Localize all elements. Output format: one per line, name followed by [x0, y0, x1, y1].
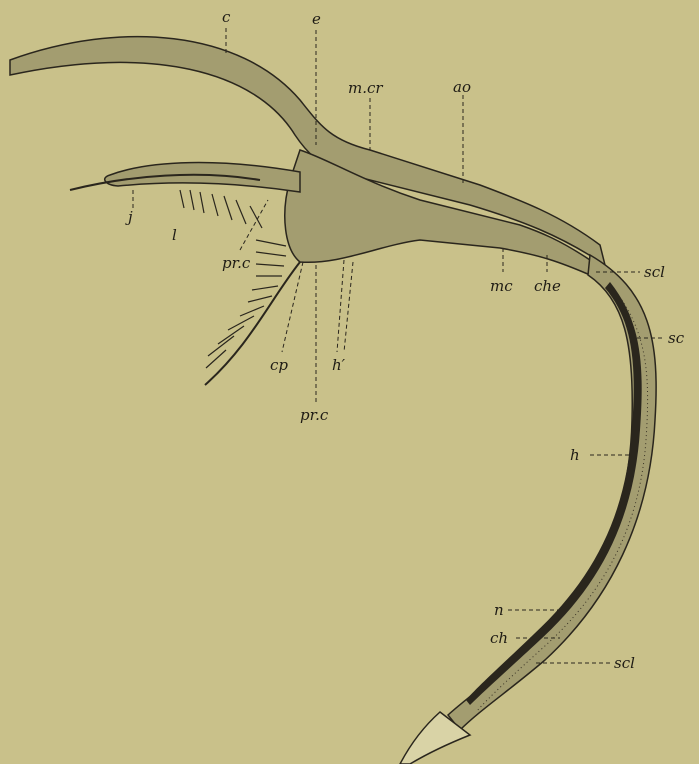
label-cp: cp — [270, 356, 288, 374]
label-h: h — [570, 446, 580, 464]
label-scl-bottom: scl — [614, 654, 635, 672]
label-h-prime: h′ — [332, 356, 346, 374]
label-sc: sc — [668, 329, 685, 347]
zonular-fibres — [180, 190, 286, 368]
label-che: che — [534, 277, 561, 295]
label-j: j — [125, 208, 133, 226]
label-pr-c-bottom: pr.c — [300, 406, 329, 424]
label-n: n — [494, 601, 504, 619]
label-mc: mc — [490, 277, 513, 295]
label-pr-c-left: pr.c — [222, 254, 251, 272]
label-scl-top: scl — [644, 263, 665, 281]
leader-lines — [133, 28, 665, 663]
label-ch: ch — [490, 629, 508, 647]
label-e: e — [312, 10, 321, 28]
iris — [105, 163, 300, 192]
label-l: l — [172, 226, 177, 244]
label-m-cr: m.cr — [348, 79, 383, 97]
label-c: c — [222, 8, 231, 26]
label-ao: ao — [453, 78, 471, 96]
